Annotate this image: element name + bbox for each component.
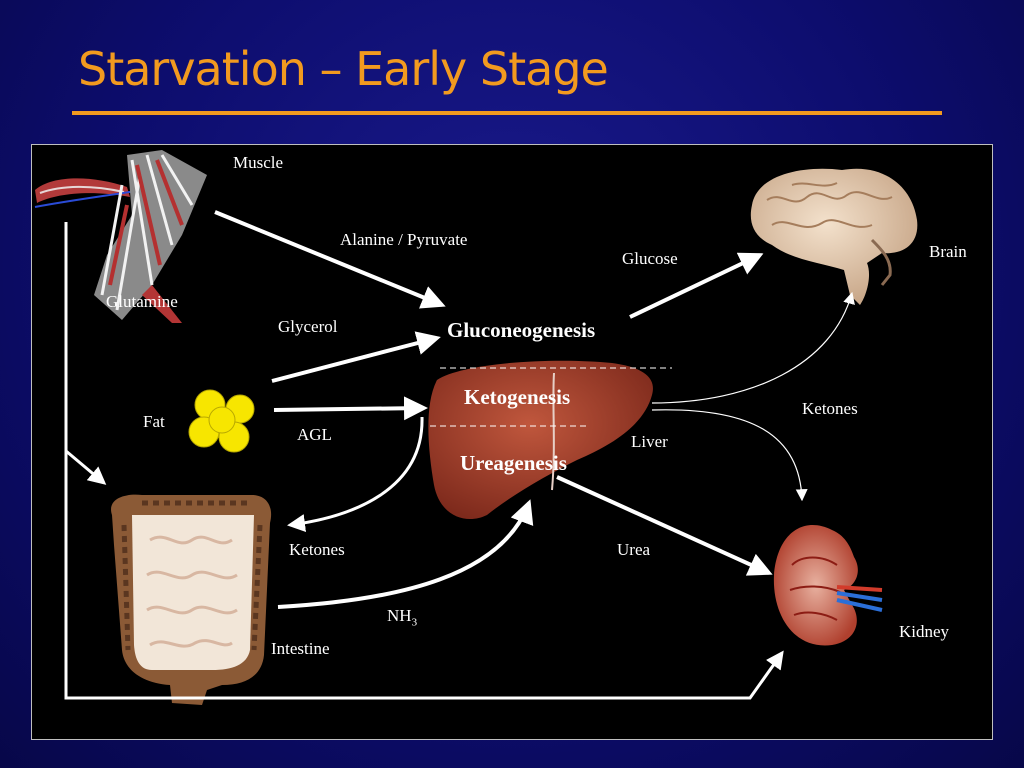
arrow-urea-to-kidney xyxy=(556,475,773,576)
arrow-ketones-to-intestine xyxy=(287,416,424,533)
label-ketones-right: Ketones xyxy=(802,399,858,418)
kidney-image xyxy=(773,525,883,646)
label-ketogenesis: Ketogenesis xyxy=(464,385,571,409)
slide-title: Starvation – Early Stage xyxy=(78,42,609,96)
label-glycerol: Glycerol xyxy=(278,317,338,336)
title-underline xyxy=(72,111,942,115)
label-glutamine: Glutamine xyxy=(106,292,178,311)
label-urea: Urea xyxy=(617,540,651,559)
arrow-glutamine-to-intestine xyxy=(65,449,107,485)
label-nh3-subscript: 3 xyxy=(411,616,418,629)
diagram-svg xyxy=(34,150,918,705)
arrow-ketones-to-kidney xyxy=(651,409,808,502)
intestine-image xyxy=(111,494,272,705)
liver-image xyxy=(428,360,653,520)
label-glucose: Glucose xyxy=(622,249,678,268)
label-ureagenesis: Ureagenesis xyxy=(460,451,567,475)
label-kidney: Kidney xyxy=(899,622,950,641)
label-fat: Fat xyxy=(143,412,165,431)
label-nh3-base: NH xyxy=(387,606,412,625)
label-gluconeogenesis: Gluconeogenesis xyxy=(447,318,596,342)
label-brain: Brain xyxy=(929,242,967,261)
label-alanine-pyruvate: Alanine / Pyruvate xyxy=(340,230,468,249)
arrow-fat-glycerol xyxy=(271,331,441,383)
label-agl: AGL xyxy=(297,425,332,444)
label-nh3: NH3 xyxy=(387,606,417,628)
arrow-glucose-to-brain xyxy=(629,252,764,319)
muscle-image xyxy=(34,150,207,323)
brain-image xyxy=(750,168,918,305)
arrow-nh3-to-liver xyxy=(277,499,534,609)
label-intestine: Intestine xyxy=(271,639,330,658)
arrow-glutamine-to-kidney xyxy=(64,222,784,700)
arrow-ketones-to-brain xyxy=(651,291,855,404)
label-muscle: Muscle xyxy=(233,153,284,172)
fat-image xyxy=(188,389,255,453)
label-liver: Liver xyxy=(631,432,668,451)
arrow-fat-agl xyxy=(273,396,428,421)
label-ketones-left: Ketones xyxy=(289,540,345,559)
arrow-muscle-to-liver xyxy=(214,210,446,309)
diagram-panel: Muscle Alanine / Pyruvate Glucose Brain … xyxy=(31,144,993,740)
